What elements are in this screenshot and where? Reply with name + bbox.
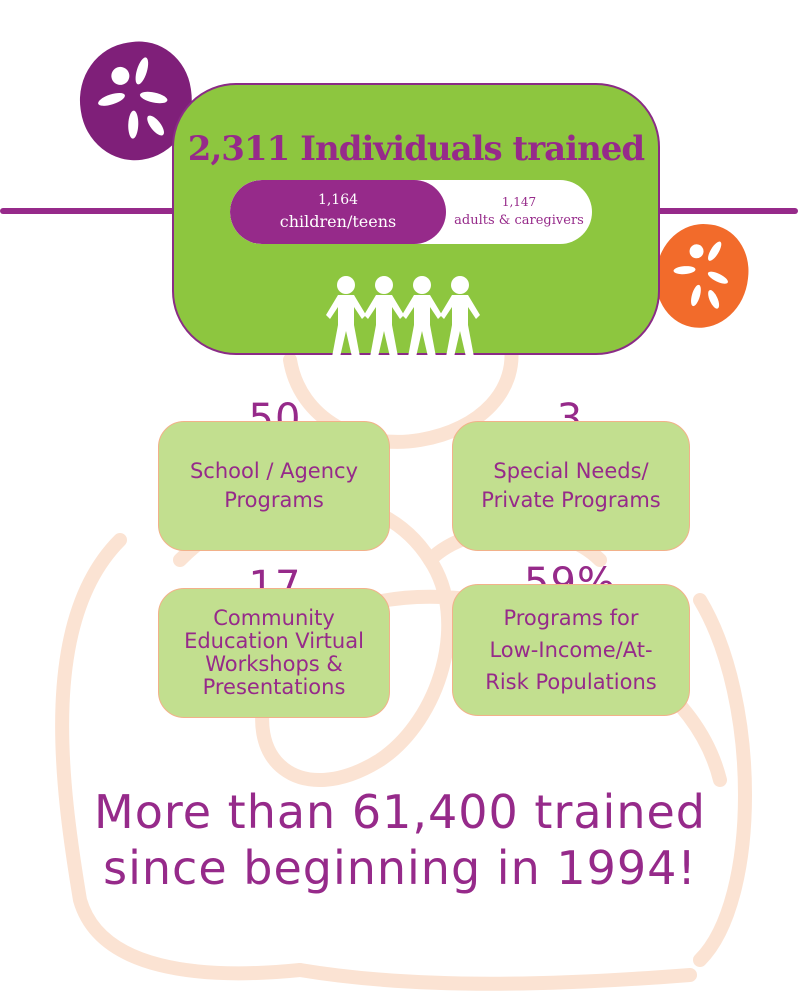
stat-card-lowincome: Programs for Low-Income/At- Risk Populat… <box>452 584 690 716</box>
stat-card-community: Community Education Virtual Workshops & … <box>158 588 390 718</box>
person-figure-icon <box>98 57 168 139</box>
adults-segment: 1,147 adults & caregivers <box>446 180 592 244</box>
divider-line-right <box>656 208 798 214</box>
person-figure-icon <box>673 241 728 309</box>
breakdown-pill: 1,164 children/teens 1,147 adults & care… <box>230 180 592 244</box>
stat-label-special: Special Needs/ Private Programs <box>481 459 661 512</box>
hero-title: 2,311 Individuals trained <box>187 129 645 169</box>
children-label: children/teens <box>279 212 397 231</box>
stat-card-special: Special Needs/ Private Programs <box>452 421 690 551</box>
stat-label-lowincome: Programs for Low-Income/At- Risk Populat… <box>485 606 657 694</box>
adults-label: adults & caregivers <box>454 213 584 228</box>
children-count: 1,164 <box>317 192 359 208</box>
divider-line-left <box>0 208 176 214</box>
stat-card-school: School / Agency Programs <box>158 421 390 551</box>
logo-badge-orange <box>650 219 754 333</box>
footer-headline: More than 61,400 trained since beginning… <box>94 785 706 895</box>
stat-label-community: Community Education Virtual Workshops & … <box>184 606 364 699</box>
logo-badge-purple <box>72 34 200 168</box>
stat-label-school: School / Agency Programs <box>189 459 359 512</box>
children-segment: 1,164 children/teens <box>230 180 446 244</box>
paper-chain-people-icon <box>326 276 480 357</box>
hero-panel: 2,311 Individuals trained 1,164 children… <box>172 83 660 357</box>
adults-count: 1,147 <box>501 195 537 209</box>
